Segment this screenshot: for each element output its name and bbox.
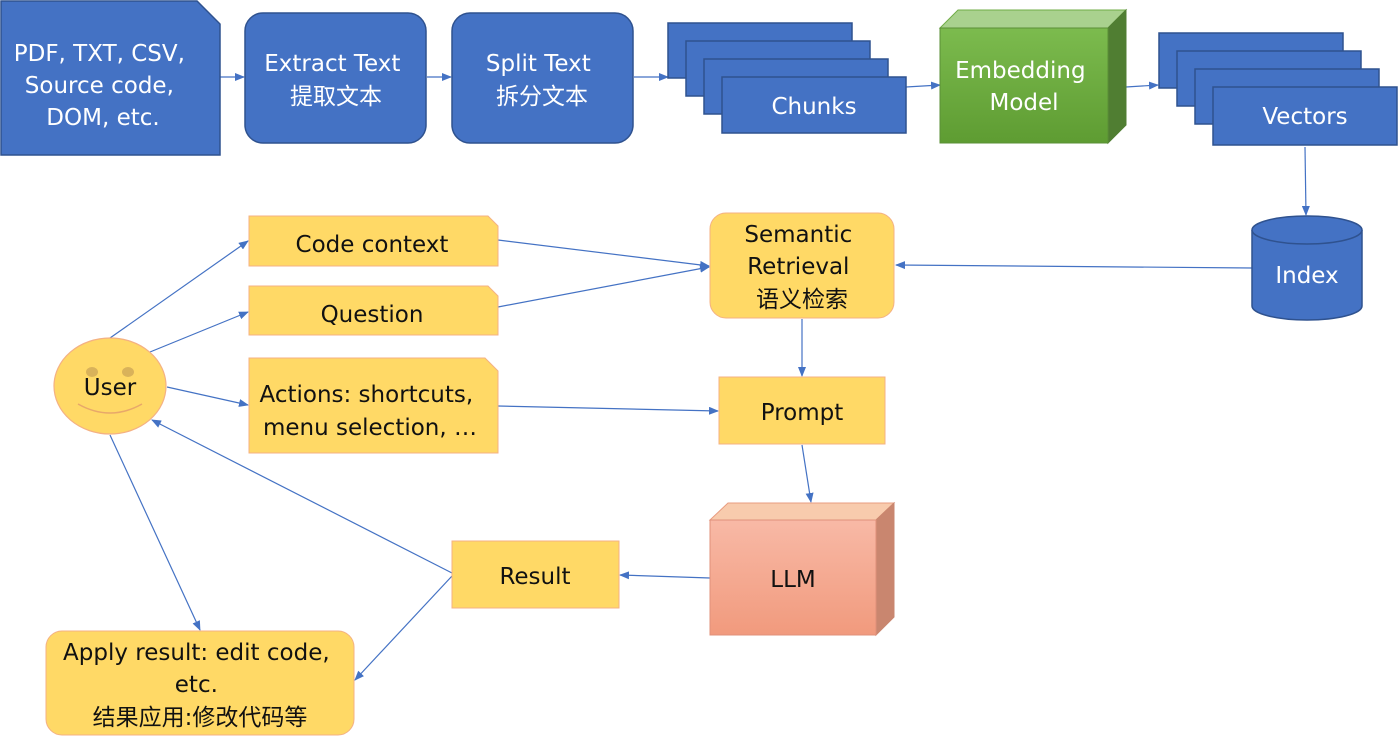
retrieval-line-3: 语义检索 (756, 287, 848, 313)
arrow-vectors-to-index (1301, 146, 1310, 216)
arrow-result-to-apply (354, 575, 453, 681)
question-label: Question (321, 302, 424, 328)
arrow-user-to-apply (109, 434, 201, 631)
svg-text:Embedding Model: Embedding Model (955, 58, 1093, 116)
svg-text:Apply result: edit code,: Apply result: edit code, etc. 结果应用:修改代码等 (63, 640, 337, 731)
result-node: Result (451, 540, 620, 609)
split-text-label: Split Text (486, 51, 591, 77)
retrieval-line-2: Retrieval (747, 254, 849, 280)
actions-line-1: Actions: shortcuts, (259, 382, 473, 408)
index-label: Index (1275, 263, 1338, 289)
user-label: User (84, 375, 137, 401)
code-context-label: Code context (296, 232, 449, 258)
llm-node: LLM (708, 501, 896, 637)
llm-label: LLM (770, 567, 815, 593)
split-text-node: Split Text 拆分文本 (451, 12, 634, 144)
result-label: Result (499, 564, 570, 590)
retrieval-line-1: Semantic (744, 222, 852, 248)
arrows (109, 73, 1310, 681)
source-line-1: PDF, TXT, CSV, (14, 41, 185, 67)
source-line-3: DOM, etc. (46, 105, 159, 131)
arrow-actions-to-prompt (497, 405, 719, 415)
arrow-code-context-to-retrieval (497, 239, 710, 269)
actions-line-2: menu selection, … (263, 415, 477, 441)
chunks-stack: Chunks (667, 22, 907, 134)
svg-text:PDF, TXT, CSV, Source co: PDF, TXT, CSV, Source code, DOM, etc. (14, 41, 193, 131)
code-context-node: Code context (248, 215, 499, 267)
index-database-node: Index (1251, 215, 1363, 321)
extract-text-label: Extract Text (264, 51, 400, 77)
apply-result-node: Apply result: edit code, etc. 结果应用:修改代码等 (45, 630, 355, 736)
source-line-2: Source code, (25, 73, 174, 99)
split-text-label-zh: 拆分文本 (496, 84, 588, 110)
question-node: Question (248, 285, 499, 336)
user-node: User (53, 337, 167, 435)
apply-line-2: etc. (175, 672, 218, 698)
arrow-index-to-retrieval (895, 261, 1253, 270)
vectors-label: Vectors (1262, 104, 1347, 130)
prompt-node: Prompt (718, 376, 886, 445)
embedding-label-2: Model (989, 90, 1058, 116)
arrow-question-to-retrieval (497, 264, 710, 308)
apply-line-3: 结果应用:修改代码等 (93, 705, 308, 731)
arrow-chunks-to-embedding (905, 81, 941, 90)
apply-line-1: Apply result: edit code, (63, 640, 330, 666)
arrow-user-to-question (149, 311, 249, 353)
vectors-stack: Vectors (1158, 32, 1398, 146)
extract-text-label-zh: 提取文本 (290, 84, 382, 110)
semantic-retrieval-node: Semantic Retrieval 语义检索 (709, 212, 895, 319)
svg-text:Semantic Retrieval: Semantic Retrieval 语义检索 (744, 222, 859, 313)
arrow-embedding-to-vectors (1125, 81, 1159, 90)
extract-text-node: Extract Text 提取文本 (244, 12, 427, 144)
arrow-result-to-user (151, 419, 453, 574)
arrow-prompt-to-llm (801, 444, 814, 503)
svg-text:Extract Text 提取文本: Extract Text 提取文本 (264, 51, 408, 110)
smiley-face-icon (77, 367, 143, 414)
svg-text:Actions: shortcuts, menu: Actions: shortcuts, menu selection, … (259, 382, 480, 441)
arrow-user-to-actions (166, 386, 249, 407)
prompt-label: Prompt (761, 400, 844, 426)
arrow-user-to-code-context (109, 240, 249, 339)
source-documents-node: PDF, TXT, CSV, Source code, DOM, etc. (0, 0, 221, 156)
svg-text:Split Text 拆分文本: Split Text 拆分文本 (486, 51, 598, 110)
chunks-label: Chunks (771, 94, 856, 120)
actions-node: Actions: shortcuts, menu selection, … (248, 357, 499, 454)
embedding-model-node: Embedding Model (938, 8, 1128, 145)
arrow-llm-to-result (619, 571, 711, 580)
embedding-label-1: Embedding (955, 58, 1085, 84)
